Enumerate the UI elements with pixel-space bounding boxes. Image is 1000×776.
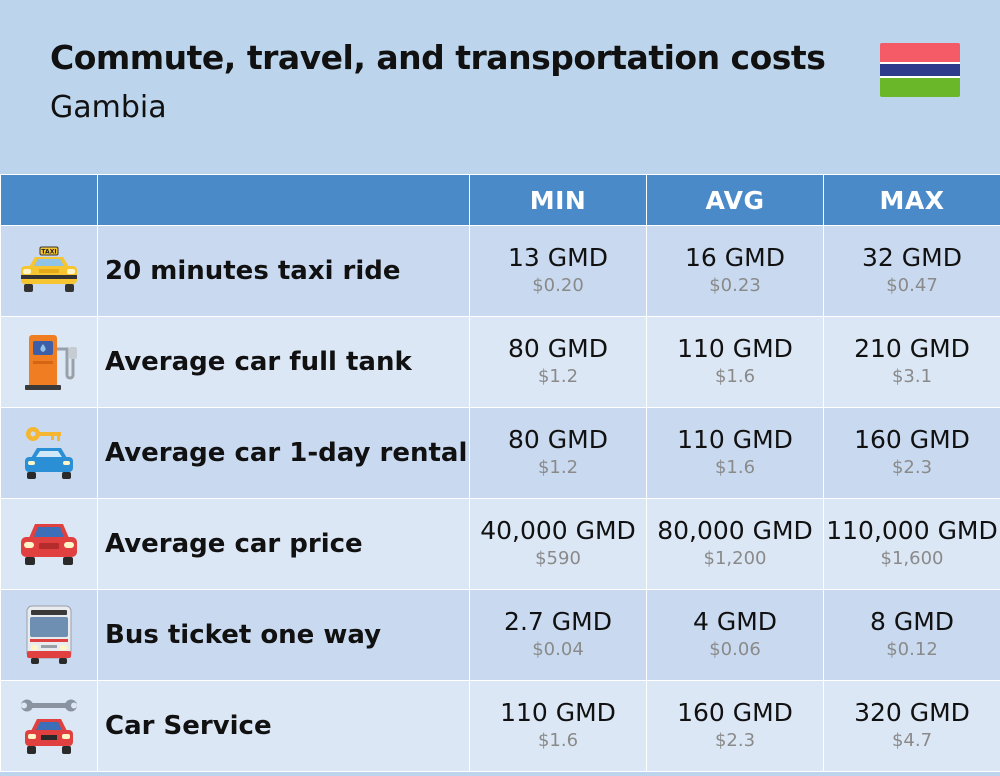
table-row: Average car 1-day rental 80 GMD $1.2 110… (0, 407, 1000, 499)
min-value: 80 GMD (508, 425, 608, 454)
row-icon-cell (0, 407, 98, 499)
table-row: TAXI 20 minutes taxi ride 13 GMD $0.20 1… (0, 225, 1000, 317)
avg-value-cell: 110 GMD $1.6 (646, 407, 824, 499)
max-value-cell: 32 GMD $0.47 (823, 225, 1000, 317)
min-value-cell: 13 GMD $0.20 (469, 225, 647, 317)
max-value: 110,000 GMD (826, 516, 998, 545)
taxi-sign-text: TAXI (41, 249, 56, 256)
min-value: 2.7 GMD (504, 607, 612, 636)
table-row: Car Service 110 GMD $1.6 160 GMD $2.3 32… (0, 680, 1000, 772)
avg-value-cell: 160 GMD $2.3 (646, 680, 824, 772)
min-value-cell: 40,000 GMD $590 (469, 498, 647, 590)
cost-table: MIN AVG MAX TAXI 20 minutes taxi ride 13… (0, 174, 1000, 772)
max-usd-value: $4.7 (891, 730, 933, 751)
header: Commute, travel, and transportation cost… (0, 0, 1000, 170)
avg-usd-value: $0.06 (709, 639, 761, 660)
taxi-icon: TAXI (21, 246, 77, 292)
table-header-row: MIN AVG MAX (0, 174, 1000, 226)
max-value-cell: 320 GMD $4.7 (823, 680, 1000, 772)
bus-icon (26, 605, 72, 664)
max-value-cell: 110,000 GMD $1,600 (823, 498, 1000, 590)
min-usd-value: $0.04 (532, 639, 584, 660)
fuel-pump-icon (25, 335, 77, 390)
avg-value: 80,000 GMD (657, 516, 813, 545)
avg-usd-value: $1,200 (703, 548, 767, 569)
min-usd-value: $1.6 (537, 730, 579, 751)
row-label: Average car price (97, 498, 470, 590)
red-car-icon (21, 524, 77, 565)
row-label: Average car full tank (97, 316, 470, 408)
max-usd-value: $0.47 (886, 275, 938, 296)
avg-usd-value: $1.6 (714, 457, 756, 478)
max-value-cell: 210 GMD $3.1 (823, 316, 1000, 408)
min-usd-value: $1.2 (537, 366, 579, 387)
row-icon-cell (0, 680, 98, 772)
row-label: Bus ticket one way (97, 589, 470, 681)
row-icon-cell (0, 589, 98, 681)
avg-value-cell: 16 GMD $0.23 (646, 225, 824, 317)
avg-value: 160 GMD (677, 698, 793, 727)
min-value: 13 GMD (508, 243, 608, 272)
min-usd-value: $590 (535, 548, 581, 569)
min-value: 110 GMD (500, 698, 616, 727)
table-row: Average car full tank 80 GMD $1.2 110 GM… (0, 316, 1000, 408)
min-value-cell: 80 GMD $1.2 (469, 407, 647, 499)
max-value: 210 GMD (854, 334, 970, 363)
min-value: 80 GMD (508, 334, 608, 363)
table-row: Bus ticket one way 2.7 GMD $0.04 4 GMD $… (0, 589, 1000, 681)
max-usd-value: $1,600 (880, 548, 944, 569)
min-value-cell: 80 GMD $1.2 (469, 316, 647, 408)
avg-value-cell: 80,000 GMD $1,200 (646, 498, 824, 590)
wrench-car-icon (21, 699, 77, 754)
country-subtitle: Gambia (50, 90, 167, 125)
max-value: 320 GMD (854, 698, 970, 727)
row-icon-cell: TAXI (0, 225, 98, 317)
max-usd-value: $0.12 (886, 639, 938, 660)
car-key-icon (25, 427, 73, 479)
min-value-cell: 110 GMD $1.6 (469, 680, 647, 772)
avg-value: 110 GMD (677, 425, 793, 454)
min-usd-value: $1.2 (537, 457, 579, 478)
row-label: Car Service (97, 680, 470, 772)
column-header-max: MAX (823, 174, 1000, 226)
max-value: 32 GMD (862, 243, 962, 272)
max-value-cell: 8 GMD $0.12 (823, 589, 1000, 681)
row-label: 20 minutes taxi ride (97, 225, 470, 317)
header-label-cell (97, 174, 470, 226)
row-icon-cell (0, 316, 98, 408)
avg-usd-value: $2.3 (714, 730, 756, 751)
gambia-flag-icon (880, 43, 960, 97)
page-title: Commute, travel, and transportation cost… (50, 38, 826, 77)
max-value: 8 GMD (869, 607, 955, 636)
avg-value-cell: 110 GMD $1.6 (646, 316, 824, 408)
row-label: Average car 1-day rental (97, 407, 470, 499)
avg-value-cell: 4 GMD $0.06 (646, 589, 824, 681)
table-row: Average car price 40,000 GMD $590 80,000… (0, 498, 1000, 590)
max-value-cell: 160 GMD $2.3 (823, 407, 1000, 499)
min-value: 40,000 GMD (480, 516, 636, 545)
header-icon-cell (0, 174, 98, 226)
avg-usd-value: $1.6 (714, 366, 756, 387)
max-usd-value: $2.3 (891, 457, 933, 478)
column-header-min: MIN (469, 174, 647, 226)
max-usd-value: $3.1 (891, 366, 933, 387)
avg-value: 4 GMD (692, 607, 778, 636)
column-header-avg: AVG (646, 174, 824, 226)
min-value-cell: 2.7 GMD $0.04 (469, 589, 647, 681)
avg-value: 16 GMD (685, 243, 785, 272)
avg-value: 110 GMD (677, 334, 793, 363)
row-icon-cell (0, 498, 98, 590)
avg-usd-value: $0.23 (709, 275, 761, 296)
max-value: 160 GMD (854, 425, 970, 454)
min-usd-value: $0.20 (532, 275, 584, 296)
